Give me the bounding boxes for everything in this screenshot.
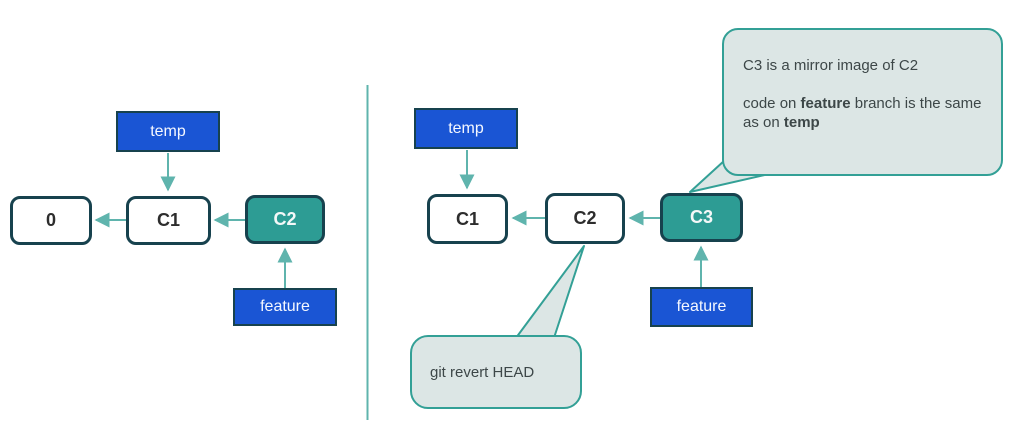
- branch-label-feature-right: feature: [650, 287, 753, 327]
- revert-callout-tail: [509, 245, 585, 347]
- commit-node-c2-left-text: C2: [273, 209, 297, 229]
- commit-node-c1-right: C1: [427, 194, 508, 244]
- commit-node-c3-right-text: C3: [689, 207, 713, 227]
- branch-label-feature-left-text: feature: [260, 298, 310, 315]
- commit-node-c2-right-text: C2: [573, 208, 597, 228]
- mirror-callout-bubble: C3 is a mirror image of C2 code on featu…: [722, 28, 1003, 176]
- commit-node-zero-left-text: 0: [45, 210, 56, 230]
- revert-callout-text: git revert HEAD: [430, 363, 535, 381]
- branch-label-temp-right: temp: [414, 108, 518, 149]
- branch-label-temp-left-text: temp: [150, 122, 186, 140]
- branch-label-temp-right-text: temp: [448, 119, 484, 137]
- commit-node-c1-left: C1: [126, 196, 211, 245]
- commit-node-c2-right: C2: [545, 193, 625, 244]
- commit-node-c1-left-text: C1: [156, 210, 180, 230]
- commit-node-zero-left: 0: [10, 196, 92, 245]
- mirror-callout-line1: C3 is a mirror image of C2: [743, 57, 919, 74]
- branch-label-temp-left: temp: [116, 111, 220, 152]
- commit-node-c3-right-highlighted: C3: [660, 193, 743, 242]
- commit-node-c1-right-text: C1: [455, 208, 479, 229]
- commit-node-c2-left-highlighted: C2: [245, 195, 325, 244]
- branch-label-feature-right-text: feature: [676, 298, 727, 315]
- revert-callout-bubble: git revert HEAD: [410, 335, 582, 409]
- mirror-callout-line2: code on feature branch is the same as on…: [743, 95, 982, 131]
- branch-label-feature-left: feature: [233, 288, 337, 326]
